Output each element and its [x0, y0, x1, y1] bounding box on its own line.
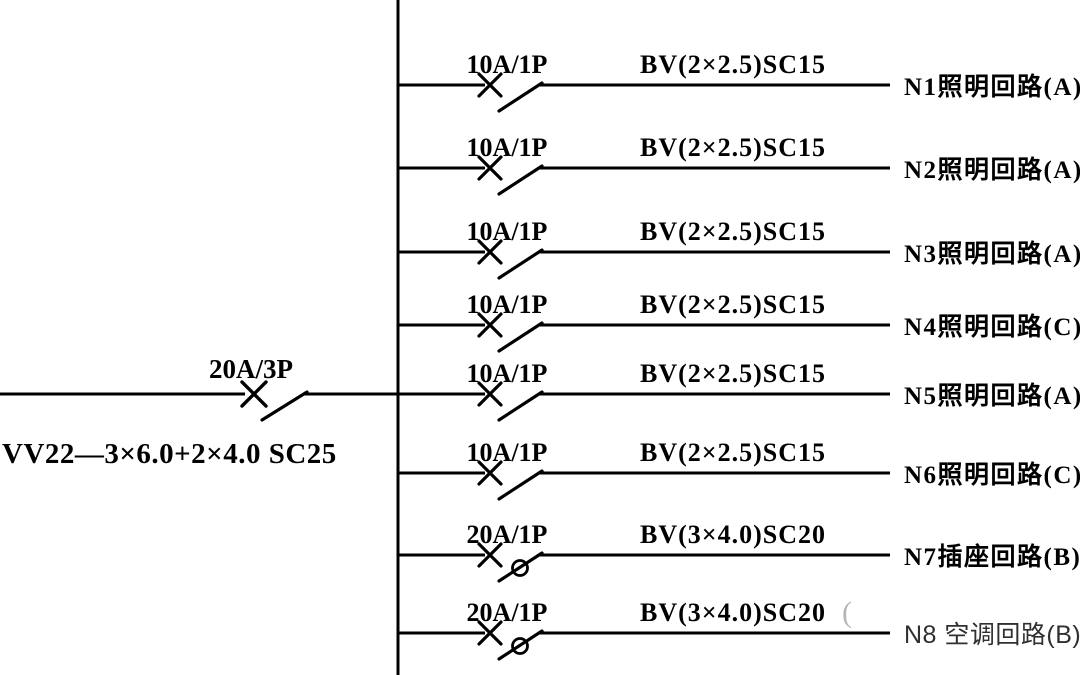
- load-label: N3照明回路(A): [904, 240, 1080, 268]
- breaker-cross-icon: [477, 620, 503, 646]
- breaker-rating-label: 10A/1P: [467, 217, 548, 246]
- main-breaker-rating-label: 20A/3P: [209, 354, 293, 384]
- breaker-cross-icon: [477, 155, 503, 181]
- switch-blade-icon: [497, 390, 544, 422]
- cable-spec-label: BV(2×2.5)SC15: [640, 290, 826, 319]
- load-label: N6照明回路(C): [904, 461, 1080, 489]
- switch-blade-icon: [497, 551, 544, 583]
- breaker-rating-label: 10A/1P: [467, 438, 548, 467]
- breaker-cross-icon: [477, 381, 503, 407]
- load-label: N2照明回路(A): [904, 156, 1080, 184]
- cable-spec-label: BV(3×4.0)SC20: [640, 520, 826, 549]
- breaker-rating-label: 10A/1P: [467, 359, 548, 388]
- breaker-cross-icon: [240, 380, 268, 408]
- cable-spec-label: BV(2×2.5)SC15: [640, 359, 826, 388]
- breaker-cross-icon: [477, 312, 503, 338]
- switch-blade-icon: [497, 81, 544, 113]
- load-label: N1照明回路(A): [904, 73, 1080, 101]
- breaker-rating-label: 20A/1P: [467, 598, 548, 627]
- circuit-row: 20A/1P BV(3×4.0)SC20 N8 空调回路(B): [398, 598, 1080, 661]
- breaker-rating-label: 10A/1P: [467, 50, 548, 79]
- cable-spec-label: BV(2×2.5)SC15: [640, 217, 826, 246]
- switch-blade-icon: [260, 390, 309, 422]
- switch-blade-icon: [497, 629, 544, 661]
- cable-spec-label: BV(2×2.5)SC15: [640, 50, 826, 79]
- breaker-rating-label: 20A/1P: [467, 520, 548, 549]
- load-label: N5照明回路(A): [904, 382, 1080, 410]
- breaker-rating-label: 10A/1P: [467, 290, 548, 319]
- cable-spec-label: BV(2×2.5)SC15: [640, 438, 826, 467]
- breaker-cross-icon: [477, 542, 503, 568]
- switch-blade-icon: [497, 469, 544, 501]
- breaker-cross-icon: [477, 72, 503, 98]
- load-label: N4照明回路(C): [904, 313, 1080, 341]
- breaker-cross-icon: [477, 239, 503, 265]
- main-feeder: 20A/3P VV22—3×6.0+2×4.0 SC25: [0, 354, 399, 470]
- breaker-rating-label: 10A/1P: [467, 133, 548, 162]
- switch-blade-icon: [497, 248, 544, 280]
- rcd-circle-icon: [511, 559, 529, 577]
- cable-spec-label: BV(2×2.5)SC15: [640, 133, 826, 162]
- rcd-circle-icon: [511, 637, 529, 655]
- breaker-cross-icon: [477, 460, 503, 486]
- switch-blade-icon: [497, 164, 544, 196]
- switch-blade-icon: [497, 321, 544, 353]
- watermark-artifact: (: [842, 596, 852, 629]
- load-label: N8 空调回路(B): [904, 621, 1080, 649]
- cable-spec-label: BV(3×4.0)SC20: [640, 598, 826, 627]
- main-cable-spec-label: VV22—3×6.0+2×4.0 SC25: [2, 438, 337, 470]
- load-label: N7插座回路(B): [904, 542, 1080, 571]
